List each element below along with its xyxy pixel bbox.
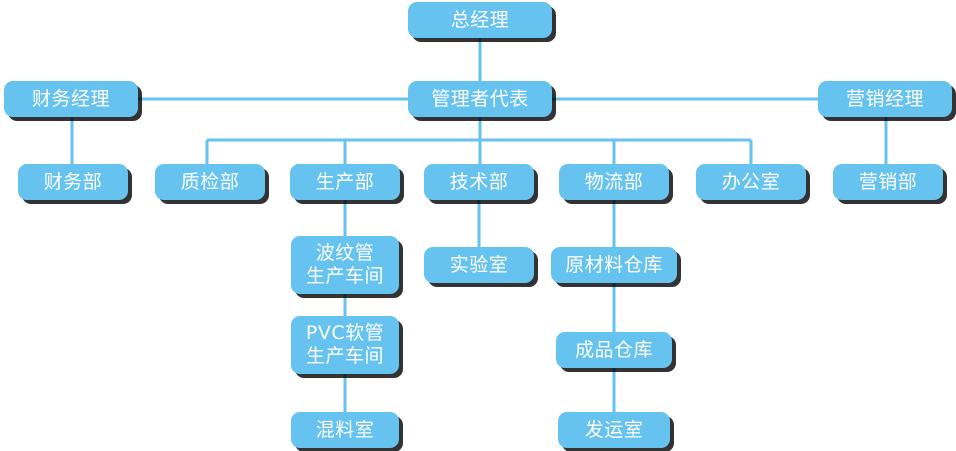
node-wu-liu-bu[interactable]: 物流部 (559, 164, 669, 200)
node-guan-li-zhe-dai-biao[interactable]: 管理者代表 (408, 81, 552, 117)
node-sheng-chan-bu[interactable]: 生产部 (290, 164, 400, 200)
node-ying-xiao-bu[interactable]: 营销部 (833, 164, 943, 200)
node-pvc-ruan-guan-sheng-chan-che-jian[interactable]: PVC软管 生产车间 (291, 316, 399, 374)
node-yuan-cai-liao-cang-ku[interactable]: 原材料仓库 (551, 247, 677, 283)
node-cai-wu-bu[interactable]: 财务部 (18, 164, 128, 200)
node-ying-xiao-jing-li[interactable]: 营销经理 (818, 81, 952, 117)
node-fa-yun-shi[interactable]: 发运室 (558, 412, 670, 448)
node-cai-wu-jing-li[interactable]: 财务经理 (4, 81, 138, 117)
node-zhi-jian-bu[interactable]: 质检部 (155, 164, 265, 200)
node-ji-shu-bu[interactable]: 技术部 (424, 164, 534, 200)
node-ban-gong-shi[interactable]: 办公室 (696, 164, 806, 200)
node-bo-wen-guan-sheng-chan-che-jian[interactable]: 波纹管 生产车间 (291, 236, 399, 294)
node-zong-jing-li[interactable]: 总经理 (408, 2, 552, 38)
node-shi-yan-shi[interactable]: 实验室 (424, 247, 534, 283)
node-hun-liao-shi[interactable]: 混料室 (291, 412, 399, 448)
node-cheng-pin-cang-ku[interactable]: 成品仓库 (556, 332, 672, 368)
